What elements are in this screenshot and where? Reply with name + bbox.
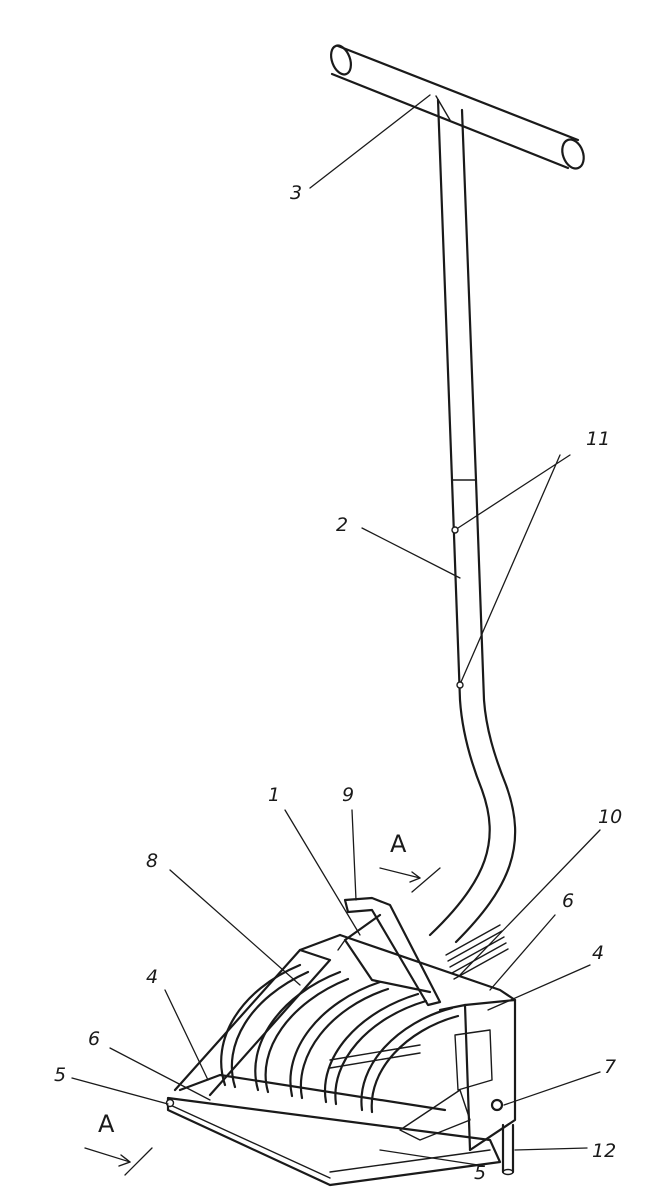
leader-lines — [71, 94, 601, 1166]
tines — [220, 963, 460, 1114]
label-5-left: 5 — [54, 1064, 67, 1086]
section-arrows — [84, 867, 441, 1176]
label-6-right: 6 — [562, 890, 575, 912]
label-4-left: 4 — [146, 966, 159, 988]
label-6-left: 6 — [88, 1028, 101, 1050]
label-10: 10 — [598, 806, 623, 828]
label-4-right: 4 — [592, 942, 605, 964]
label-11: 11 — [586, 428, 611, 450]
section-mark-bottom: A — [98, 1110, 115, 1138]
label-3: 3 — [290, 182, 303, 204]
pedal-lever — [337, 896, 442, 1007]
label-5-bottom: 5 — [474, 1162, 487, 1184]
label-8: 8 — [146, 850, 159, 872]
label-2: 2 — [336, 514, 349, 536]
handle-crossbar — [330, 44, 585, 170]
label-12: 12 — [592, 1140, 617, 1162]
handle-shaft — [428, 98, 517, 944]
frame — [165, 933, 517, 1187]
spring — [445, 924, 509, 980]
label-1: 1 — [268, 784, 281, 806]
label-7: 7 — [604, 1056, 617, 1078]
section-mark-top: A — [390, 830, 407, 858]
label-9: 9 — [342, 784, 355, 806]
